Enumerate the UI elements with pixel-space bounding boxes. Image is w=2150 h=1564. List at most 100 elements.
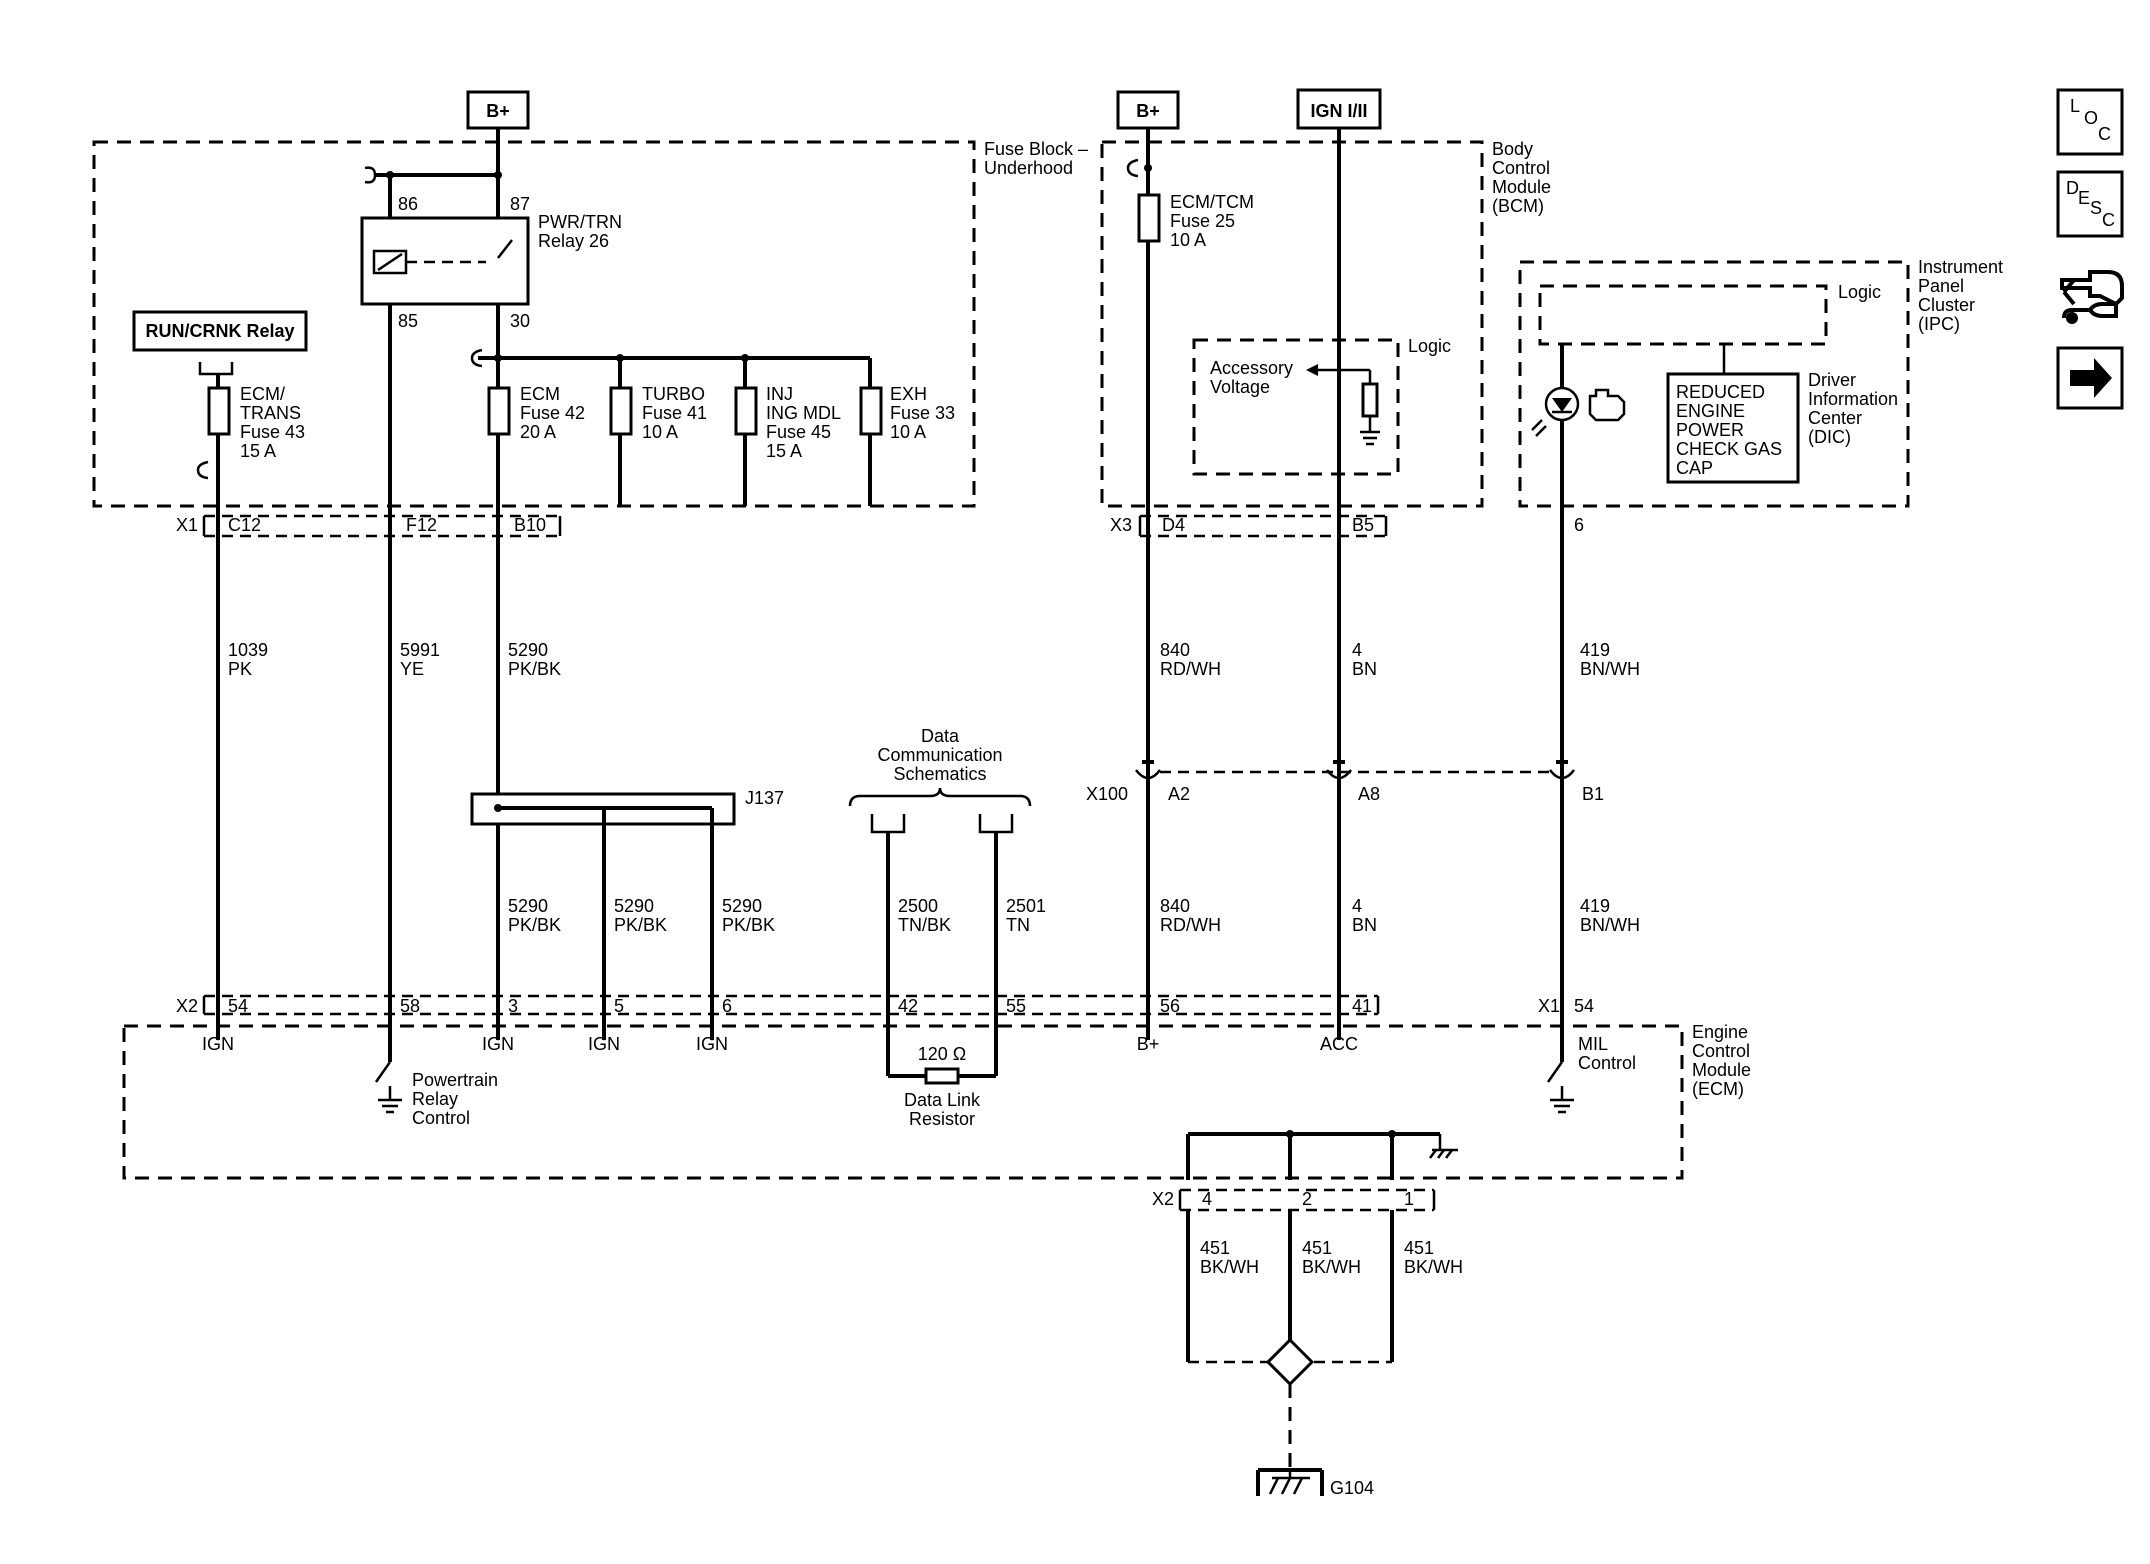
svg-text:55: 55 [1006,996,1026,1016]
svg-text:54: 54 [228,996,248,1016]
svg-text:5: 5 [614,996,624,1016]
svg-text:X100: X100 [1086,784,1128,804]
svg-text:IGN: IGN [696,1034,728,1054]
run-crnk-relay: RUN/CRNK Relay [132,310,308,388]
svg-text:Logic: Logic [1408,336,1451,356]
svg-text:G104: G104 [1330,1478,1374,1498]
mil-control-switch [1546,1040,1574,1114]
svg-text:87: 87 [510,194,530,214]
fuse-block-boundary [92,140,976,508]
svg-text:85: 85 [398,311,418,331]
svg-text:6: 6 [722,996,732,1016]
svg-text:2: 2 [1302,1189,1312,1209]
svg-text:C: C [2102,210,2115,230]
check-engine-lamp-icon [1531,386,1626,1040]
svg-text:X1: X1 [176,515,198,535]
svg-text:IGN: IGN [588,1034,620,1054]
connector-x2-ecm: X2 54 58 3 5 6 42 55 56 41 [176,994,1380,1016]
svg-text:42: 42 [898,996,918,1016]
svg-text:C: C [2098,124,2111,144]
ecm-pin-54: 54 [1574,996,1594,1016]
connector-tool-icon[interactable] [2060,270,2124,324]
svg-text:B+: B+ [1136,101,1160,121]
ign-source: IGN I/II [1296,88,1382,130]
svg-text:Logic: Logic [1838,282,1881,302]
svg-text:B1: B1 [1582,784,1604,804]
svg-text:A2: A2 [1168,784,1190,804]
connector-x2-ground: X2 4 2 1 [1152,1188,1436,1212]
loc-icon[interactable]: L O C [2056,88,2124,156]
svg-text:B+: B+ [486,101,510,121]
connector-x1-ecm-label: X1 [1538,996,1560,1016]
svg-text:4: 4 [1202,1189,1212,1209]
svg-text:30: 30 [510,311,530,331]
svg-text:B+: B+ [1137,1034,1160,1054]
connector-x1-fuse-block: X1 C12 F12 B10 [176,514,562,538]
svg-text:S: S [2090,198,2102,218]
desc-icon[interactable]: D E S C [2056,170,2124,238]
svg-text:D4: D4 [1162,515,1185,535]
splice-j137: J137 [470,788,784,1040]
ipc-boundary [1518,260,1910,508]
bplus-source-fuse-block: B+ [466,90,530,130]
svg-text:X2: X2 [1152,1189,1174,1209]
svg-text:E: E [2078,188,2090,208]
ecm-ground-bus [1186,1130,1458,1180]
next-arrow-icon[interactable] [2056,346,2124,410]
svg-text:1: 1 [1404,1189,1414,1209]
svg-text:D: D [2066,178,2079,198]
svg-text:120 Ω: 120 Ω [918,1044,967,1064]
ground-splice-g104: G104 [1188,1337,1392,1498]
svg-text:IGN I/II: IGN I/II [1310,101,1367,121]
svg-text:41: 41 [1352,996,1372,1016]
ecm-boundary [122,1024,1684,1180]
svg-text:X3: X3 [1110,515,1132,535]
svg-text:IGN: IGN [482,1034,514,1054]
svg-text:IGN: IGN [202,1034,234,1054]
fuse-bus [470,304,872,390]
svg-text:B10: B10 [514,515,546,535]
pwr-trn-relay: 86 87 85 30 PWR/TRN Relay 26 [360,128,622,331]
svg-text:C12: C12 [228,515,261,535]
svg-text:86: 86 [398,194,418,214]
svg-text:RUN/CRNK Relay: RUN/CRNK Relay [145,321,294,341]
svg-text:O: O [2084,108,2098,128]
powertrain-relay-control-switch [374,1040,402,1114]
bplus-source-bcm: B+ [1116,90,1180,130]
